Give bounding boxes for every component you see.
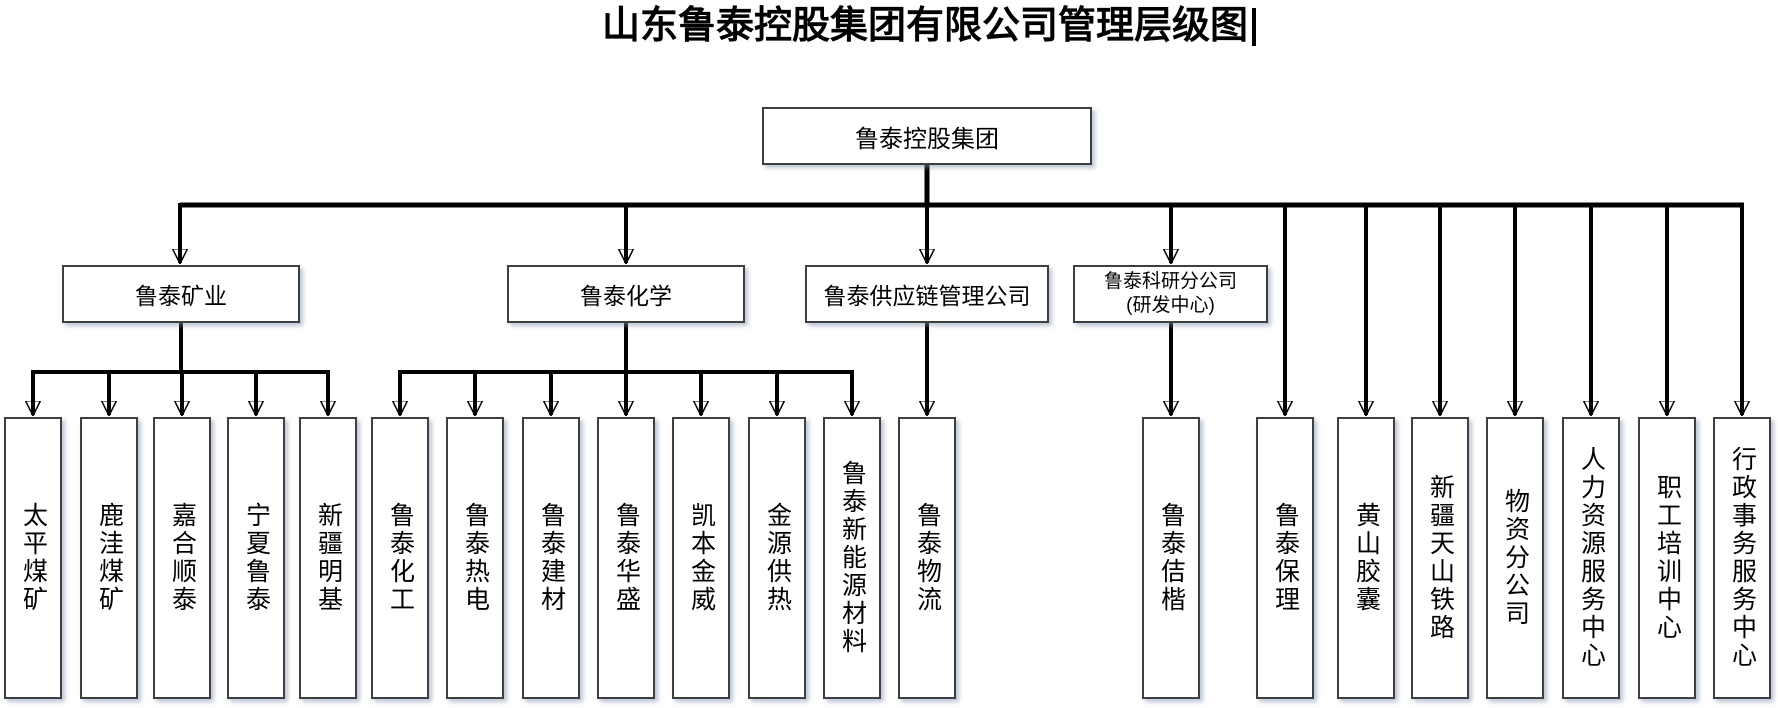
node-lutai-mining[interactable]: 鲁泰矿业 xyxy=(62,265,300,323)
node-luwa-coal-mine[interactable]: 鹿洼煤矿 xyxy=(80,417,138,699)
node-label: 新疆明基 xyxy=(314,502,343,614)
node-label: 鲁泰物流 xyxy=(913,502,942,614)
node-label: 鲁泰佶楷 xyxy=(1157,502,1186,614)
page-title[interactable]: 山东鲁泰控股集团有限公司管理层级图 xyxy=(601,2,1249,47)
node-label: 物资分公司 xyxy=(1501,488,1530,628)
node-lutai-logistics[interactable]: 鲁泰物流 xyxy=(898,417,956,699)
node-label: 鲁泰热电 xyxy=(461,502,490,614)
node-label: 新疆天山铁路 xyxy=(1426,474,1455,642)
node-xinjiang-tianshan-railway[interactable]: 新疆天山铁路 xyxy=(1411,417,1469,699)
node-materials-branch[interactable]: 物资分公司 xyxy=(1486,417,1544,699)
node-lutai-factoring[interactable]: 鲁泰保理 xyxy=(1256,417,1314,699)
node-jinyuan-heating[interactable]: 金源供热 xyxy=(748,417,806,699)
node-label: 太平煤矿 xyxy=(19,502,48,614)
node-label: 鲁泰华盛 xyxy=(612,502,641,614)
node-label: 鲁泰保理 xyxy=(1271,502,1300,614)
node-label: 鲁泰新能源材料 xyxy=(838,460,867,656)
node-lutai-research-branch[interactable]: 鲁泰科研分公司 (研发中心) xyxy=(1073,265,1268,323)
node-label: 凯本金威 xyxy=(687,502,716,614)
node-label: 行政事务服务中心 xyxy=(1728,446,1757,670)
node-jiahe-shuntai[interactable]: 嘉合顺泰 xyxy=(153,417,211,699)
node-kaiben-jinwei[interactable]: 凯本金威 xyxy=(672,417,730,699)
node-lutai-new-energy-materials[interactable]: 鲁泰新能源材料 xyxy=(823,417,881,699)
node-hr-service-center[interactable]: 人力资源服务中心 xyxy=(1562,417,1620,699)
node-label: 鲁泰控股集团 xyxy=(855,125,999,153)
node-huangshan-capsule[interactable]: 黄山胶囊 xyxy=(1337,417,1395,699)
node-lutai-building-materials[interactable]: 鲁泰建材 xyxy=(522,417,580,699)
node-label: 金源供热 xyxy=(763,502,792,614)
node-label: 鲁泰化工 xyxy=(386,502,415,614)
node-label-line2: (研发中心) xyxy=(1126,295,1215,316)
node-label: 鲁泰化学 xyxy=(580,283,672,309)
node-label-line1: 鲁泰科研分公司 xyxy=(1103,271,1237,293)
node-lutai-supply-chain-management[interactable]: 鲁泰供应链管理公司 xyxy=(805,265,1049,323)
node-lutai-chemical-industry[interactable]: 鲁泰化工 xyxy=(371,417,429,699)
node-label: 鲁泰科研分公司 (研发中心) xyxy=(1104,270,1237,318)
node-lutai-holding-group[interactable]: 鲁泰控股集团 xyxy=(762,107,1092,165)
node-lutai-jikai[interactable]: 鲁泰佶楷 xyxy=(1142,417,1200,699)
node-label: 宁夏鲁泰 xyxy=(242,502,271,614)
node-lutai-chemistry[interactable]: 鲁泰化学 xyxy=(507,265,745,323)
node-label: 鲁泰矿业 xyxy=(135,283,227,309)
text-cursor xyxy=(1252,8,1256,46)
node-admin-affairs-service-center[interactable]: 行政事务服务中心 xyxy=(1713,417,1771,699)
node-taiping-coal-mine[interactable]: 太平煤矿 xyxy=(4,417,62,699)
node-xinjiang-mingji[interactable]: 新疆明基 xyxy=(299,417,357,699)
node-label: 鲁泰建材 xyxy=(537,502,566,614)
node-label: 鲁泰供应链管理公司 xyxy=(823,283,1031,309)
node-lutai-huasheng[interactable]: 鲁泰华盛 xyxy=(597,417,655,699)
node-label: 嘉合顺泰 xyxy=(168,502,197,614)
node-ningxia-lutai[interactable]: 宁夏鲁泰 xyxy=(227,417,285,699)
node-lutai-thermal-power[interactable]: 鲁泰热电 xyxy=(446,417,504,699)
node-staff-training-center[interactable]: 职工培训中心 xyxy=(1638,417,1696,699)
node-label: 职工培训中心 xyxy=(1653,474,1682,642)
node-label: 人力资源服务中心 xyxy=(1577,446,1606,670)
node-label: 黄山胶囊 xyxy=(1352,502,1381,614)
node-label: 鹿洼煤矿 xyxy=(95,502,124,614)
